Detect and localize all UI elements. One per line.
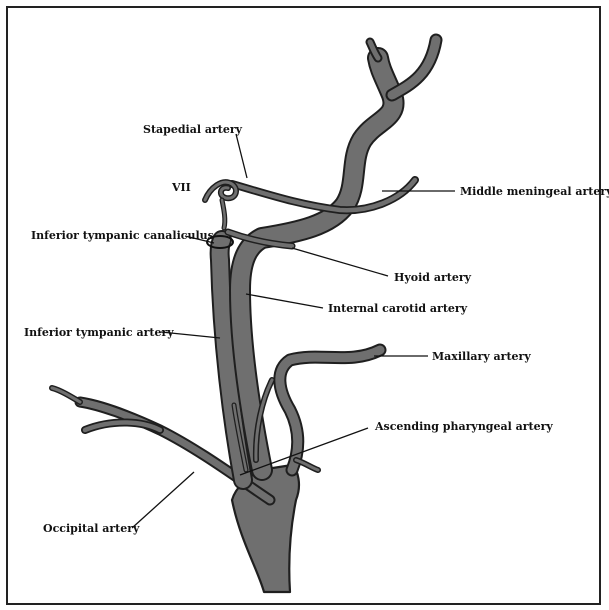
label-vii: VII xyxy=(172,182,191,193)
maxillary-vessel xyxy=(280,350,380,470)
label-middle-meningeal-artery: Middle meningeal artery xyxy=(460,186,609,197)
label-inferior-tympanic-artery: Inferior tympanic artery xyxy=(24,327,174,338)
label-occipital-artery: Occipital artery xyxy=(43,523,139,534)
label-stapedial-artery: Stapedial artery xyxy=(143,124,242,135)
internal-carotid-vessel xyxy=(240,40,436,470)
middle-meningeal-vessel xyxy=(232,180,415,210)
label-ascending-pharyngeal-artery: Ascending pharyngeal artery xyxy=(375,421,553,432)
label-maxillary-artery: Maxillary artery xyxy=(432,351,531,362)
stapedial-loops xyxy=(205,182,236,228)
label-hyoid-artery: Hyoid artery xyxy=(394,272,471,283)
label-inferior-tympanic-canaliculus: Inferior tympanic canaliculus xyxy=(31,230,214,241)
label-internal-carotid-artery: Internal carotid artery xyxy=(328,303,467,314)
